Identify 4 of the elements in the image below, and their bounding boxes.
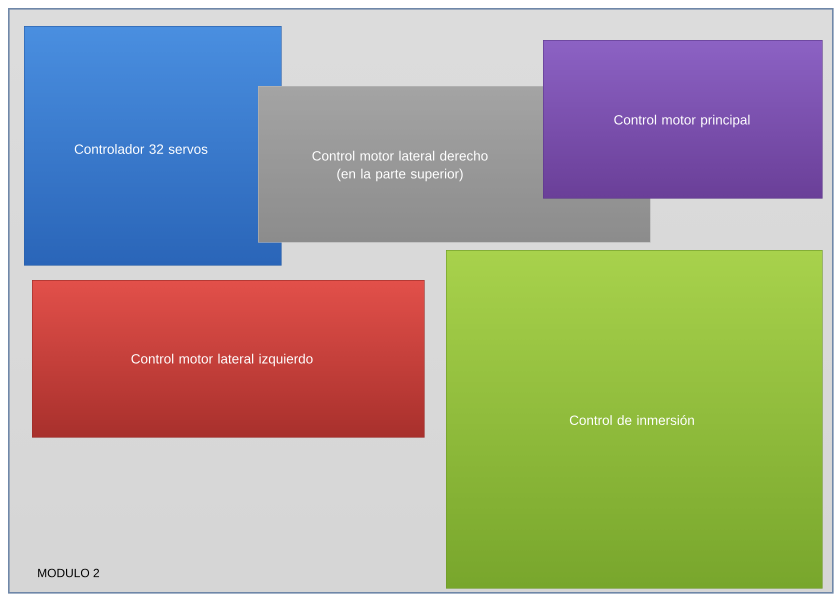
dive-control-box: Control de inmersión (446, 250, 823, 589)
servo-controller-box: Controlador 32 servos (24, 26, 282, 266)
left-motor-box: Control motor lateral izquierdo (32, 280, 425, 438)
main-motor-box: Control motor principal (543, 40, 823, 199)
